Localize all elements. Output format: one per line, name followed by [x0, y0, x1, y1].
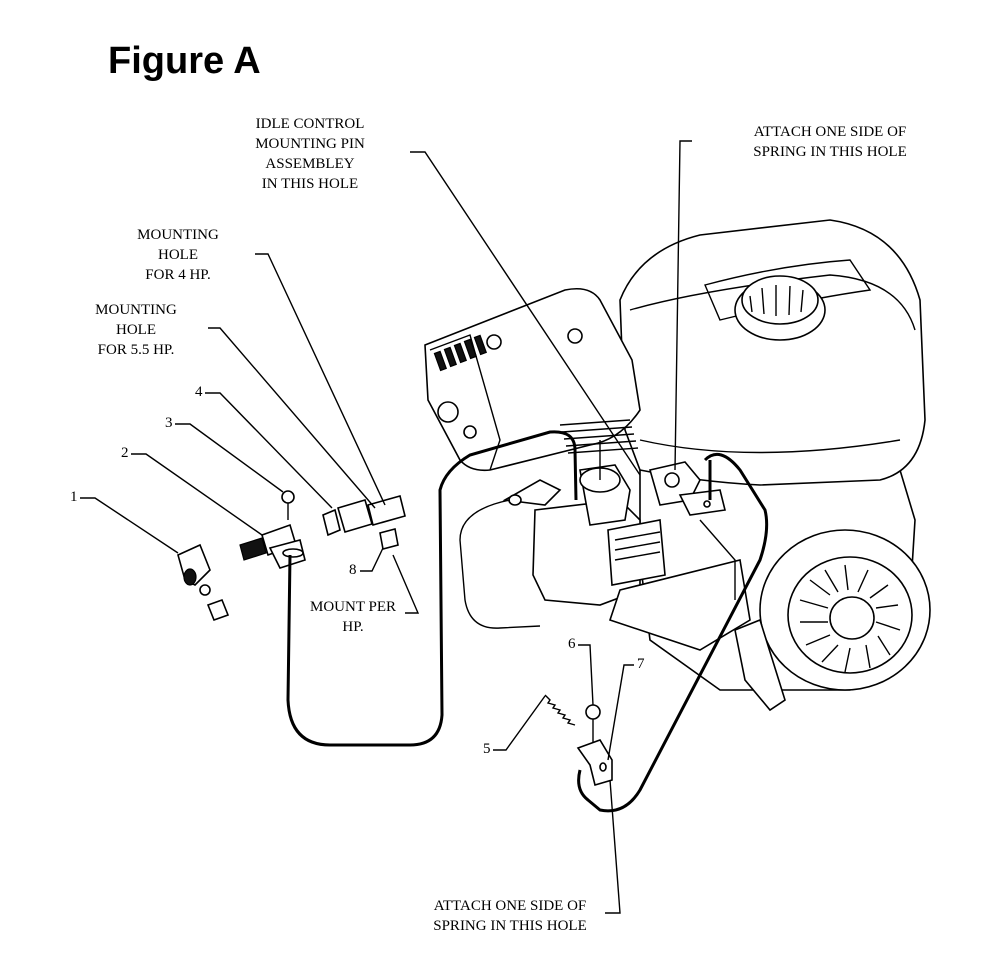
callout-idle-control-line: IN THIS HOLE [261, 176, 359, 192]
part-number-4: 4 [195, 384, 203, 400]
exploded-parts [177, 490, 406, 622]
callout-spring-top-line: ATTACH ONE SIDE OF [753, 124, 907, 140]
part-number-1: 1 [70, 489, 78, 505]
part-number-7: 7 [637, 656, 645, 672]
callout-spring-bottom: ATTACH ONE SIDE OF SPRING IN THIS HOLE [410, 896, 610, 936]
callout-mount-per-hp-line: MOUNT PER [310, 599, 396, 615]
part-number-6: 6 [568, 636, 576, 652]
callout-idle-control-line: ASSEMBLEY [265, 156, 355, 172]
part-number-5: 5 [483, 741, 491, 757]
part-number-8: 8 [349, 562, 357, 578]
callout-mount-4hp-line: HOLE [158, 247, 198, 263]
callout-mount-4hp-line: MOUNTING [137, 227, 219, 243]
callout-mount-per-hp-line: HP. [342, 619, 364, 635]
callout-mount-per-hp: MOUNT PER HP. [298, 597, 408, 637]
part-number-2: 2 [121, 445, 129, 461]
callout-mount-55hp-line: HOLE [116, 322, 156, 338]
leader-lines [80, 140, 692, 914]
callout-idle-control-line: MOUNTING PIN [255, 136, 365, 152]
part-number-3: 3 [165, 415, 173, 431]
callout-mount-55hp-line: FOR 5.5 HP. [97, 342, 175, 358]
callout-spring-top-line: SPRING IN THIS HOLE [753, 144, 907, 160]
callout-idle-control: IDLE CONTROL MOUNTING PIN ASSEMBLEY IN T… [210, 114, 410, 194]
callout-mount-55hp: MOUNTING HOLE FOR 5.5 HP. [66, 300, 206, 360]
callout-spring-top: ATTACH ONE SIDE OF SPRING IN THIS HOLE [720, 122, 940, 162]
throttle-cable [286, 430, 769, 813]
callout-mount-55hp-line: MOUNTING [95, 302, 177, 318]
callout-spring-bottom-line: ATTACH ONE SIDE OF [433, 898, 587, 914]
callout-idle-control-line: IDLE CONTROL [255, 116, 365, 132]
callout-spring-bottom-line: SPRING IN THIS HOLE [433, 918, 587, 934]
callout-mount-4hp: MOUNTING HOLE FOR 4 HP. [118, 225, 238, 285]
figure-title: Figure A [108, 40, 261, 82]
callout-mount-4hp-line: FOR 4 HP. [145, 267, 211, 283]
engine-drawing [424, 219, 931, 712]
